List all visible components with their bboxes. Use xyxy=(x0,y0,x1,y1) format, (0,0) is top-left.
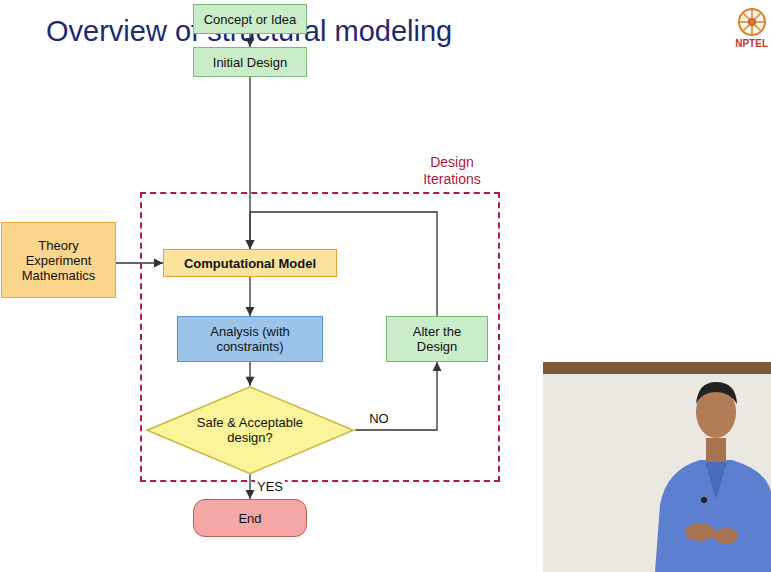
decision-diamond: Safe & Acceptable design? xyxy=(145,386,355,475)
arrow-head xyxy=(246,377,255,386)
arrow-head xyxy=(246,307,255,316)
node-text: Safe & Acceptable design? xyxy=(191,415,309,445)
diamond-shape xyxy=(147,387,353,474)
process-box: Alter the Design xyxy=(386,316,488,362)
arrow-head xyxy=(154,259,163,268)
arrow-head xyxy=(433,362,442,371)
flow-line xyxy=(355,362,437,430)
node-text: Computational Model xyxy=(184,256,316,271)
edge-label: YES xyxy=(255,479,285,494)
node-text: Concept or Idea xyxy=(204,12,297,27)
node-text: End xyxy=(238,511,261,526)
node-text: Alter the Design xyxy=(393,324,481,354)
node-text: Analysis (with constraints) xyxy=(184,324,316,354)
arrow-head xyxy=(246,240,255,249)
arrow-head xyxy=(246,240,255,249)
terminal-box: End xyxy=(193,499,307,537)
video-inset xyxy=(543,362,771,572)
node-text: Initial Design xyxy=(213,55,287,70)
edge-label: NO xyxy=(367,411,391,426)
process-box: Initial Design xyxy=(193,47,307,77)
arrow-head xyxy=(245,490,254,499)
iteration-region: Design IterationsComputational ModelAnal… xyxy=(140,192,500,482)
process-box: Concept or Idea xyxy=(193,4,307,34)
node-text: Theory Experiment Mathematics xyxy=(8,238,109,283)
logo-emblem xyxy=(739,9,765,35)
model-box: Computational Model xyxy=(163,249,337,277)
flow-arrow xyxy=(355,362,441,430)
input-box: Theory Experiment Mathematics xyxy=(1,222,116,298)
logo-text: NPTEL xyxy=(735,38,768,50)
flow-arrow xyxy=(246,362,255,386)
analysis-box: Analysis (with constraints) xyxy=(177,316,323,362)
flow-arrow xyxy=(246,277,255,316)
flow-arrow xyxy=(245,474,254,499)
region-heading: Design Iterations xyxy=(412,154,492,188)
